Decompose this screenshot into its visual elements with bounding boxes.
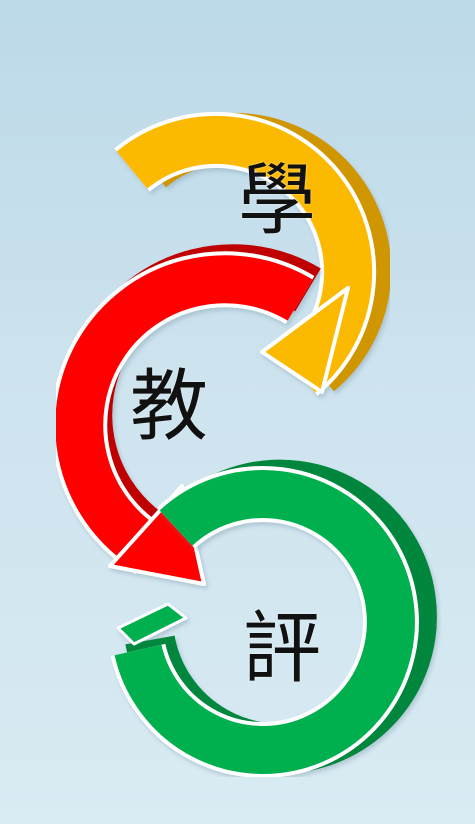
teach-arrow	[51, 244, 321, 586]
assess-arrow-tail	[116, 602, 188, 646]
label-assess: 評	[243, 604, 322, 694]
assess-arrow-body	[114, 470, 415, 774]
learn-arrow	[114, 111, 392, 396]
assess-arrow	[110, 459, 437, 778]
learn-arrow-head	[260, 286, 350, 394]
label-learn: 學	[238, 156, 317, 246]
label-teach: 教	[130, 362, 209, 452]
teach-arrow-body	[55, 255, 313, 571]
